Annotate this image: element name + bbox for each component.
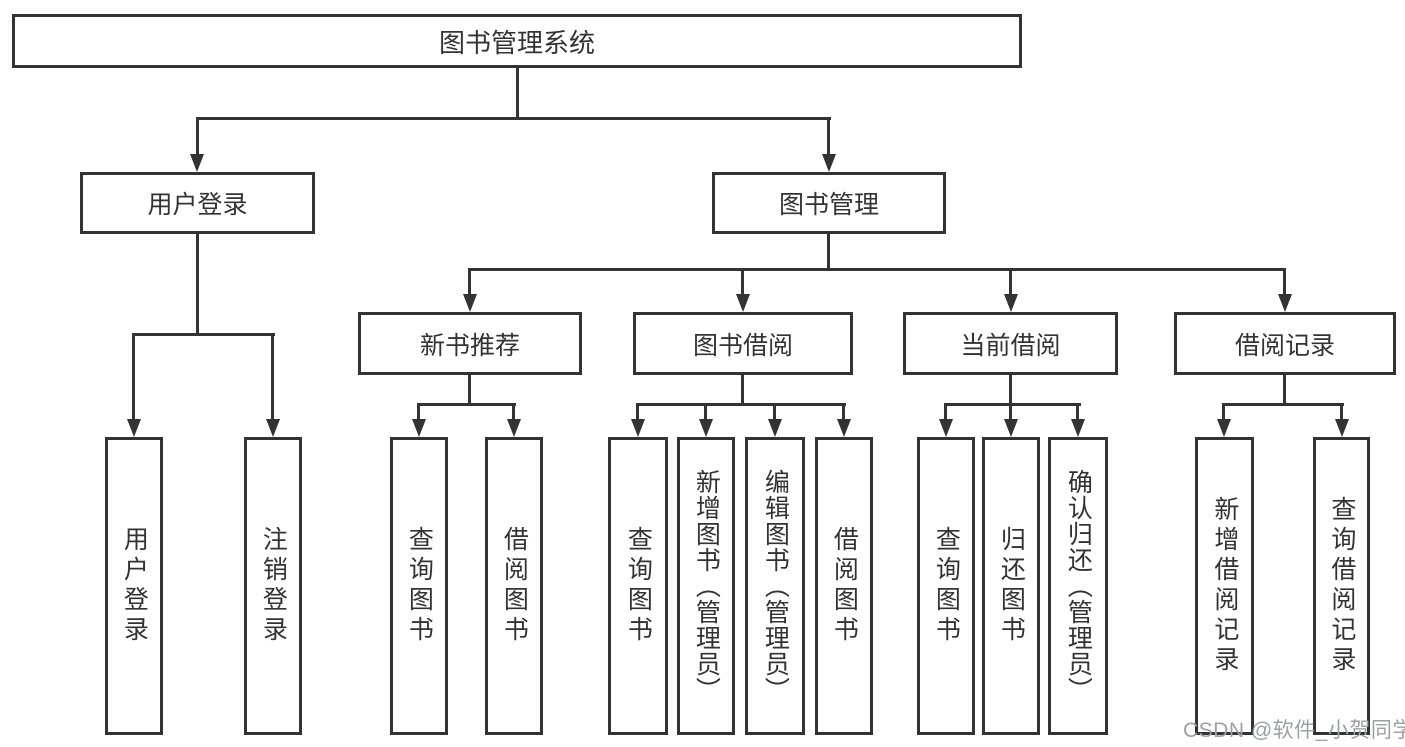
- connector-root-to-book-mgmt: [827, 117, 830, 156]
- connector-new-book-recommend-branch-bar: [417, 403, 516, 406]
- connector-book-mgmt-trunk: [827, 234, 830, 271]
- connector-current-borrow-trunk: [1009, 375, 1012, 406]
- leaf-query-borrow-record: 查询借阅记录: [1313, 437, 1370, 735]
- node-book-borrow: 图书借阅: [633, 312, 853, 375]
- connector-user-login-trunk: [196, 234, 199, 336]
- connector-root-branch-bar: [196, 117, 831, 120]
- connector-book-borrow-branch-bar: [636, 403, 846, 406]
- connector-to-leaf-add-book: [704, 403, 707, 421]
- connector-to-leaf-confirm-return: [1076, 403, 1079, 421]
- connector-root-to-user-login: [196, 117, 199, 156]
- leaf-query-books-1-label: 查询图书: [405, 526, 434, 646]
- arrowhead-leaf-confirm-return: [1071, 419, 1085, 437]
- leaf-return-book: 归还图书: [982, 437, 1040, 735]
- leaf-query-books-2: 查询图书: [608, 437, 668, 735]
- connector-borrow-records-trunk: [1283, 375, 1286, 406]
- connector-to-leaf-query-books-1: [417, 403, 420, 421]
- connector-to-leaf-query-books-3: [944, 403, 947, 421]
- connector-to-new-book-recommend: [468, 268, 471, 296]
- leaf-logout-label: 注销登录: [259, 526, 288, 646]
- arrowhead-current-borrow: [1004, 294, 1018, 312]
- leaf-borrow-books-1-label: 借阅图书: [500, 526, 529, 646]
- node-user-login: 用户登录: [80, 172, 315, 234]
- leaf-user-login: 用户登录: [105, 437, 163, 735]
- arrowhead-leaf-query-borrow-record: [1335, 419, 1349, 437]
- leaf-return-book-label: 归还图书: [997, 526, 1026, 646]
- node-new-book-recommend: 新书推荐: [358, 312, 582, 375]
- arrowhead-book-borrow: [736, 294, 750, 312]
- connector-book-borrow-trunk: [741, 375, 744, 406]
- leaf-add-borrow-record: 新增借阅记录: [1195, 437, 1254, 735]
- node-root-system-title: 图书管理系统: [12, 14, 1022, 68]
- connector-to-leaf-borrow-books-1: [512, 403, 515, 421]
- connector-to-current-borrow: [1009, 268, 1012, 296]
- connector-book-mgmt-branch-bar: [468, 268, 1286, 271]
- arrowhead-leaf-add-borrow-record: [1217, 419, 1231, 437]
- connector-to-borrow-records: [1283, 268, 1286, 296]
- arrowhead-leaf-query-books-2: [631, 419, 645, 437]
- connector-to-leaf-return-book: [1009, 403, 1012, 421]
- arrowhead-leaf-borrow-books-1: [507, 419, 521, 437]
- connector-to-leaf-add-borrow-record: [1222, 403, 1225, 421]
- leaf-add-book-admin-label: 新增图书（管理员）: [692, 469, 721, 703]
- connector-to-leaf-user-login: [132, 333, 135, 421]
- connector-to-leaf-query-books-2: [636, 403, 639, 421]
- connector-borrow-records-branch-bar: [1222, 403, 1344, 406]
- arrowhead-leaf-return-book: [1004, 419, 1018, 437]
- connector-root-trunk: [516, 68, 519, 120]
- connector-current-borrow-branch-bar: [944, 403, 1081, 406]
- connector-user-login-branch-bar: [132, 333, 275, 336]
- connector-to-leaf-borrow-books-2: [842, 403, 845, 421]
- arrowhead-borrow-records: [1278, 294, 1292, 312]
- csdn-watermark: CSDN @软件_小贺同学: [1183, 719, 1405, 742]
- leaf-user-login-label: 用户登录: [120, 526, 149, 646]
- arrowhead-leaf-borrow-books-2: [837, 419, 851, 437]
- connector-new-book-recommend-trunk: [468, 375, 471, 406]
- leaf-query-books-1: 查询图书: [390, 437, 448, 735]
- node-current-borrow: 当前借阅: [903, 312, 1118, 375]
- arrowhead-leaf-logout: [266, 419, 280, 437]
- leaf-query-books-3: 查询图书: [917, 437, 975, 735]
- leaf-borrow-books-1: 借阅图书: [485, 437, 543, 735]
- arrowhead-leaf-query-books-3: [939, 419, 953, 437]
- arrowhead-leaf-edit-book: [768, 419, 782, 437]
- connector-to-book-borrow: [741, 268, 744, 296]
- node-borrow-records: 借阅记录: [1174, 312, 1396, 375]
- leaf-edit-book-admin: 编辑图书（管理员）: [745, 437, 805, 735]
- arrowhead-user-login: [190, 154, 204, 172]
- leaf-logout: 注销登录: [244, 437, 302, 735]
- connector-to-leaf-edit-book: [773, 403, 776, 421]
- connector-to-leaf-query-borrow-record: [1340, 403, 1343, 421]
- leaf-add-borrow-record-label: 新增借阅记录: [1210, 496, 1239, 676]
- connector-to-leaf-logout: [271, 333, 274, 421]
- leaf-query-books-2-label: 查询图书: [624, 526, 653, 646]
- node-book-mgmt: 图书管理: [712, 172, 946, 234]
- leaf-confirm-return-admin-label: 确认归还（管理员）: [1064, 469, 1093, 703]
- arrowhead-leaf-user-login: [127, 419, 141, 437]
- arrowhead-book-mgmt: [822, 154, 836, 172]
- arrowhead-leaf-add-book: [699, 419, 713, 437]
- leaf-confirm-return-admin: 确认归还（管理员）: [1048, 437, 1108, 735]
- arrowhead-leaf-query-books-1: [412, 419, 426, 437]
- arrowhead-new-book-recommend: [463, 294, 477, 312]
- leaf-edit-book-admin-label: 编辑图书（管理员）: [761, 469, 790, 703]
- leaf-query-books-3-label: 查询图书: [932, 526, 961, 646]
- leaf-borrow-books-2: 借阅图书: [815, 437, 873, 735]
- leaf-add-book-admin: 新增图书（管理员）: [677, 437, 735, 735]
- leaf-borrow-books-2-label: 借阅图书: [830, 526, 859, 646]
- leaf-query-borrow-record-label: 查询借阅记录: [1327, 496, 1356, 676]
